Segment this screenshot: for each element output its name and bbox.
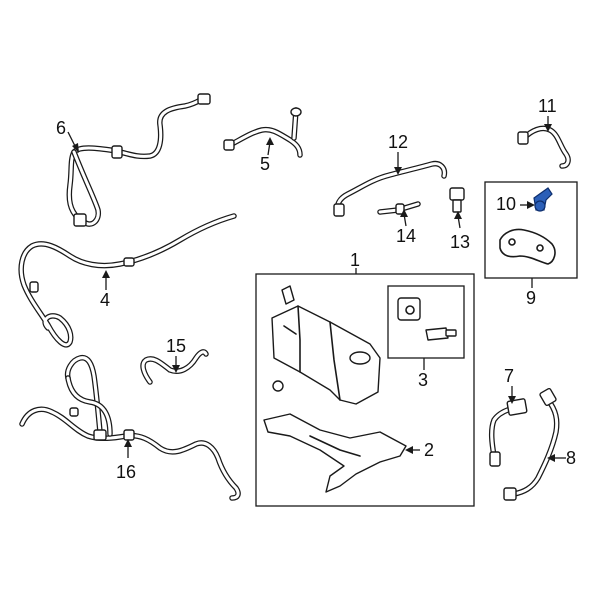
callout-14: 14 (396, 209, 416, 246)
part-5-connector[interactable] (223, 107, 303, 158)
callout-6-label: 6 (56, 118, 66, 138)
part-8-sensor[interactable] (503, 387, 560, 501)
callout-8-label: 8 (566, 448, 576, 468)
callout-15-label: 15 (166, 336, 186, 356)
callout-6: 6 (56, 118, 79, 153)
callout-7-label: 7 (504, 366, 514, 386)
callout-12-label: 12 (388, 132, 408, 152)
callout-2: 2 (405, 440, 434, 460)
part-9-box (484, 181, 578, 279)
part-9-bracket[interactable] (499, 228, 556, 265)
callout-11-label: 11 (538, 96, 557, 116)
callout-13-label: 13 (450, 232, 470, 252)
part-12-tube[interactable] (333, 160, 448, 217)
callout-4-label: 4 (100, 290, 110, 310)
callout-10: 10 (496, 194, 535, 214)
part-4-vapor-line[interactable] (18, 213, 237, 348)
part-6-hose[interactable] (66, 93, 211, 227)
part-10-sensor[interactable] (533, 187, 553, 212)
callout-5: 5 (260, 137, 274, 174)
callout-3: 3 (418, 358, 428, 390)
callout-16-label: 16 (116, 462, 136, 482)
callout-13: 13 (450, 211, 470, 252)
part-3-box (387, 285, 465, 359)
part-2-shield[interactable] (263, 413, 407, 493)
part-16-assembly[interactable] (19, 354, 241, 501)
part-14-hose[interactable] (377, 201, 421, 215)
part-3-sensor[interactable] (397, 297, 457, 341)
callout-1-label: 1 (350, 250, 360, 270)
callout-11: 11 (538, 96, 557, 132)
callout-16: 16 (116, 439, 136, 482)
part-13-valve[interactable] (449, 187, 465, 213)
part-1-box (255, 273, 475, 507)
callout-5-label: 5 (260, 154, 270, 174)
callout-12: 12 (388, 132, 408, 175)
canister[interactable] (271, 285, 381, 405)
part-15-hose[interactable] (140, 349, 209, 385)
callout-3-label: 3 (418, 370, 428, 390)
callout-9-label: 9 (526, 288, 536, 308)
callout-8: 8 (547, 448, 576, 468)
callout-2-label: 2 (424, 440, 434, 460)
part-7-sensor[interactable] (488, 398, 528, 467)
callout-7: 7 (504, 366, 516, 404)
callout-1: 1 (350, 250, 360, 274)
callout-9: 9 (526, 278, 536, 308)
callout-4: 4 (100, 270, 110, 310)
callout-10-label: 10 (496, 194, 516, 214)
callout-14-label: 14 (396, 226, 416, 246)
part-11-hose[interactable] (517, 125, 571, 169)
callout-15: 15 (166, 336, 186, 373)
